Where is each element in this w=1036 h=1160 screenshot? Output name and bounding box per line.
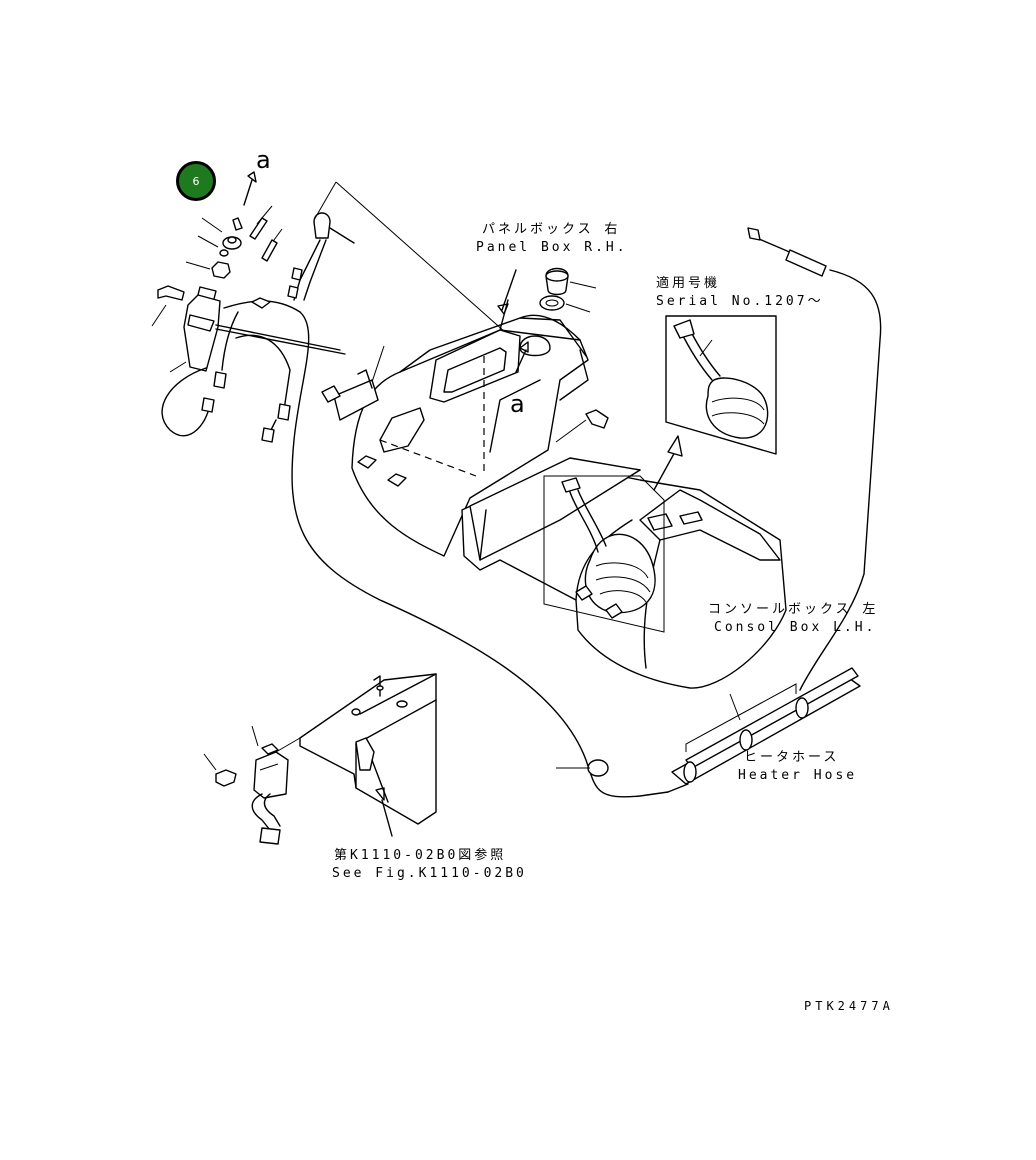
- drawing-code: PTK2477A: [804, 999, 894, 1013]
- part-callout-number: 6: [192, 174, 200, 188]
- see-fig-label-en: See Fig.K1110-02B0: [332, 866, 527, 881]
- knob-parts: [539, 267, 609, 443]
- part-callout-6[interactable]: 6: [176, 161, 216, 201]
- panel-box-label-en: Panel Box R.H.: [476, 240, 628, 255]
- lower-bracket: [203, 673, 437, 845]
- heater-hose: [556, 227, 882, 793]
- heater-hose-label-en: Heater Hose: [738, 768, 858, 783]
- reference-letter-a-top: a: [256, 146, 271, 174]
- console-box-lh: [461, 435, 787, 689]
- serial-label-jp: 適用号機: [656, 276, 721, 291]
- console-box-label-jp: コンソールボックス 左: [708, 602, 879, 617]
- serial-detail-box: [665, 315, 777, 455]
- heater-hose-label-jp: ヒータホース: [744, 750, 840, 765]
- mounting-plate: [321, 345, 385, 421]
- serial-label-en: Serial No.1207～: [656, 294, 824, 309]
- reference-letter-a-panel: a: [510, 390, 525, 418]
- lamp-assembly: [287, 181, 533, 357]
- see-fig-label-jp: 第K1110-02B0図参照: [334, 848, 507, 863]
- panel-box-label-jp: パネルボックス 右: [482, 222, 621, 237]
- switch-assembly: [151, 171, 346, 443]
- console-box-label-en: Consol Box L.H.: [714, 620, 877, 635]
- panel-box-rh: [351, 269, 589, 557]
